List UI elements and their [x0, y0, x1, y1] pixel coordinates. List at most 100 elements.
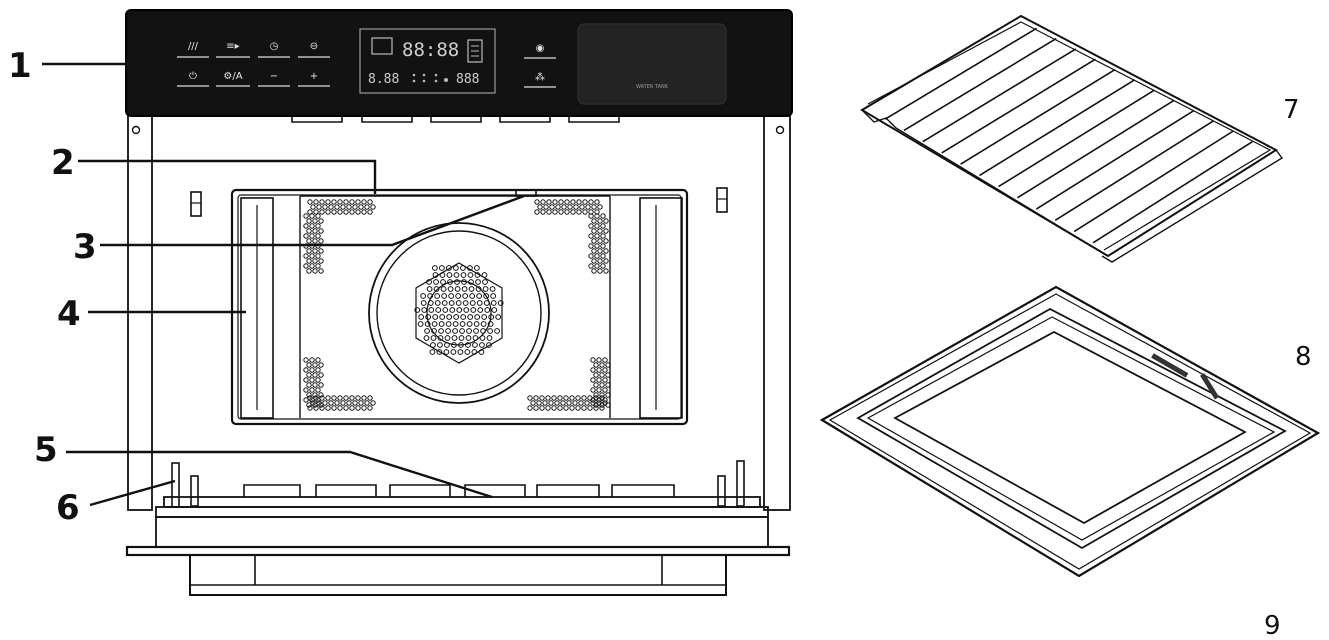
- display-main-digits: 88:88: [402, 39, 459, 61]
- vent-hole: [605, 382, 611, 388]
- vent-hole: [569, 405, 575, 411]
- vent-hole: [355, 199, 361, 205]
- vent-hole: [309, 377, 315, 383]
- vent-hole: [599, 362, 605, 368]
- fan-hole: [476, 300, 483, 306]
- vent-hole: [599, 382, 605, 388]
- vent-hole: [557, 395, 563, 401]
- door-seal-tabs: [243, 484, 675, 497]
- vent-hole: [337, 405, 343, 411]
- fan-hole: [436, 349, 443, 355]
- fan-hole: [433, 286, 440, 292]
- vent-hole: [322, 204, 328, 210]
- fan-hole: [481, 272, 488, 278]
- fan-hole: [426, 279, 432, 285]
- fan-hole: [431, 321, 438, 327]
- vent-hole: [603, 228, 609, 234]
- fan-hole: [449, 307, 456, 313]
- minus-icon[interactable]: −: [270, 71, 278, 82]
- vent-hole: [561, 204, 567, 210]
- rack-wire: [1092, 141, 1253, 244]
- fan-hole: [433, 279, 439, 285]
- fan-hole: [458, 335, 465, 341]
- grill-icon[interactable]: ⁂: [535, 71, 545, 83]
- door-seal-strip: [163, 496, 761, 508]
- vent-hole: [303, 387, 309, 393]
- fan-hole: [454, 286, 461, 292]
- vent-hole: [602, 400, 608, 406]
- auto-mode-icon[interactable]: ⚙/A: [223, 71, 242, 82]
- tray-brand-mark-side: [1200, 373, 1220, 400]
- vent-hole: [578, 400, 584, 406]
- fan-hole: [460, 314, 467, 320]
- power-icon[interactable]: ⏻: [189, 71, 197, 82]
- fan-hole: [430, 342, 436, 348]
- vent-hole: [318, 258, 324, 264]
- vent-hole: [534, 209, 540, 215]
- vent-hole: [591, 248, 597, 254]
- vent-hole: [539, 405, 545, 411]
- vent-hole: [312, 218, 318, 224]
- vent-hole: [325, 405, 331, 411]
- vent-hole: [564, 209, 570, 215]
- fan-hole: [446, 272, 453, 278]
- vent-hole: [315, 233, 321, 239]
- rack-wire: [979, 79, 1136, 177]
- vent-hole: [555, 204, 561, 210]
- vent-hole: [313, 395, 319, 401]
- vent-hole: [597, 248, 603, 254]
- vent-hole: [594, 253, 600, 259]
- cavity-outline: [230, 188, 689, 426]
- fan-hole: [469, 300, 476, 306]
- vent-hole: [309, 213, 315, 219]
- vent-hole: [303, 213, 309, 219]
- fan-hole: [466, 328, 472, 334]
- vent-hole: [593, 392, 599, 398]
- vent-hole: [540, 199, 546, 205]
- vent-hole: [552, 199, 558, 205]
- door-handle-base: [189, 554, 727, 596]
- vent-hole: [603, 248, 609, 254]
- vent-hole: [594, 223, 600, 229]
- fan-hole: [481, 314, 488, 320]
- door-latch-slot-left: [190, 191, 202, 217]
- callout-7: 7: [1283, 95, 1300, 125]
- fan-hole: [479, 342, 485, 348]
- vent-hole: [546, 199, 552, 205]
- vent-hole: [319, 199, 325, 205]
- leader-line-2: [78, 159, 377, 194]
- vent-hole: [312, 248, 318, 254]
- fan-hole: [473, 321, 480, 327]
- vent-hole: [591, 204, 597, 210]
- timer-icon[interactable]: ⊖: [310, 41, 318, 52]
- display-frame: [359, 28, 496, 94]
- steam-icon[interactable]: ≡▸: [226, 41, 239, 52]
- vent-hole: [603, 238, 609, 244]
- fan-hole: [460, 265, 466, 271]
- vent-hole: [312, 372, 318, 378]
- frame-screw-right: [775, 125, 785, 135]
- vent-hole: [552, 209, 558, 215]
- vent-hole: [594, 199, 600, 205]
- vent-hole: [590, 400, 596, 406]
- rack-wire: [903, 37, 1057, 132]
- rack-wire: [884, 27, 1038, 120]
- water-tank-panel[interactable]: [577, 23, 727, 105]
- vent-hole: [343, 209, 349, 215]
- light-icon[interactable]: ///: [188, 41, 199, 52]
- vent-hole: [312, 392, 318, 398]
- vent-hole: [349, 209, 355, 215]
- plus-icon[interactable]: +: [310, 71, 318, 82]
- fan-hole: [420, 293, 427, 299]
- vent-hole: [540, 209, 546, 215]
- vent-hole: [355, 209, 361, 215]
- vent-hole: [358, 400, 364, 406]
- clock-icon[interactable]: ◷: [270, 41, 279, 52]
- vent-hole: [331, 395, 337, 401]
- fan-hole: [463, 307, 470, 313]
- fan-hole: [434, 300, 441, 306]
- vent-hole: [306, 362, 312, 368]
- start-icon[interactable]: ◉: [536, 43, 545, 54]
- vent-hole: [318, 372, 324, 378]
- vent-hole: [587, 395, 593, 401]
